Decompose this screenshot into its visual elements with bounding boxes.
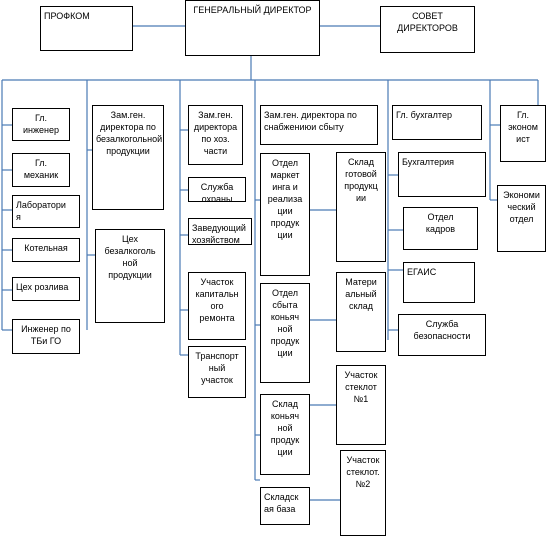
materials-warehouse-label: Матери альный склад [345,277,377,311]
boiler-room-label: Котельная [24,243,68,253]
head-household-label: Заведующий хозяйством [192,223,246,245]
chief-engineer-box: Гл. инженер [12,108,70,141]
chief-economist-label: Гл. эконом ист [508,110,538,144]
brandy-sales-label: Отдел сбыта коньяч ной продук ции [270,288,300,358]
laboratory-box: Лаборатори я [12,195,80,228]
warehouse-base-label: Складск ая база [264,492,299,514]
economic-dept-box: Экономи ческий отдел [497,185,546,252]
brandy-warehouse-label: Склад коньяч ной продук ции [270,399,300,457]
general-director-box: ГЕНЕРАЛЬНЫЙ ДИРЕКТОР [185,0,320,56]
deputy-nonalcoholic-box: Зам.ген. директора по безалкогольной про… [92,105,164,210]
board-of-directors-label: СОВЕТ ДИРЕКТОРОВ [397,11,458,33]
board-of-directors-box: СОВЕТ ДИРЕКТОРОВ [380,6,475,53]
marketing-dept-label: Отдел маркет инга и реализа ции продук ц… [267,158,303,240]
head-household-box: Заведующий хозяйством [188,218,252,245]
finished-goods-warehouse-label: Склад готовой продукц ии [344,157,378,203]
trade-union-label: ПРОФКОМ [44,11,90,21]
brandy-sales-box: Отдел сбыта коньяч ной продук ции [260,283,310,383]
egais-box: ЕГАИС [403,262,475,303]
security-box: Служба охраны [188,177,246,202]
economic-dept-label: Экономи ческий отдел [503,190,540,224]
warehouse-base-box: Складск ая база [260,487,310,525]
chief-mechanic-label: Гл. механик [23,158,59,180]
chief-engineer-label: Гл. инженер [22,113,59,135]
transport-label: Транспорт ный участок [195,351,239,385]
glass-section-2-box: Участок стеклот. №2 [340,450,386,536]
boiler-room-box: Котельная [12,238,80,262]
security-service-box: Служба безопасности [398,314,486,356]
bottling-shop-box: Цех розлива [12,277,80,301]
bottling-shop-label: Цех розлива [16,282,69,292]
chief-accountant-label: Гл. бухгалтер [396,110,452,120]
deputy-nonalcoholic-label: Зам.ген. директора по безалкогольной про… [96,110,163,156]
deputy-admin-box: Зам.ген. директора по хоз. части [188,105,243,165]
capital-repair-label: Участок капитальн ого ремонта [195,277,239,323]
security-label: Служба охраны [200,182,234,202]
glass-section-1-label: Участок стеклот №1 [344,370,378,404]
hr-dept-box: Отдел кадров [403,207,478,250]
materials-warehouse-box: Матери альный склад [336,272,386,352]
chief-economist-box: Гл. эконом ист [500,105,546,162]
safety-engineer-label: Инженер по ТБи ГО [21,324,71,346]
finished-goods-warehouse-box: Склад готовой продукц ии [336,152,386,262]
safety-engineer-box: Инженер по ТБи ГО [12,319,80,354]
transport-box: Транспорт ный участок [188,346,246,398]
accounting-box: Бухгалтерия [398,152,486,197]
hr-dept-label: Отдел кадров [425,212,456,234]
chief-accountant-box: Гл. бухгалтер [392,105,482,140]
deputy-supply-box: Зам.ген. директора по снабжениюи сбыту [260,105,378,145]
nonalcoholic-shop-box: Цех безалкоголь ной продукции [95,229,165,323]
trade-union-box: ПРОФКОМ [40,6,133,51]
marketing-dept-box: Отдел маркет инга и реализа ции продук ц… [260,153,310,276]
glass-section-1-box: Участок стеклот №1 [336,365,386,445]
capital-repair-box: Участок капитальн ого ремонта [188,272,246,340]
general-director-label: ГЕНЕРАЛЬНЫЙ ДИРЕКТОР [193,5,312,15]
chief-mechanic-box: Гл. механик [12,153,70,187]
glass-section-2-label: Участок стеклот. №2 [346,455,380,489]
brandy-warehouse-box: Склад коньяч ной продук ции [260,394,310,475]
accounting-label: Бухгалтерия [402,157,454,167]
deputy-admin-label: Зам.ген. директора по хоз. части [193,110,238,156]
security-service-label: Служба безопасности [413,319,471,341]
laboratory-label: Лаборатори я [16,200,66,222]
deputy-supply-label: Зам.ген. директора по снабжениюи сбыту [264,110,357,132]
egais-label: ЕГАИС [407,267,437,277]
nonalcoholic-shop-label: Цех безалкоголь ной продукции [104,234,156,280]
